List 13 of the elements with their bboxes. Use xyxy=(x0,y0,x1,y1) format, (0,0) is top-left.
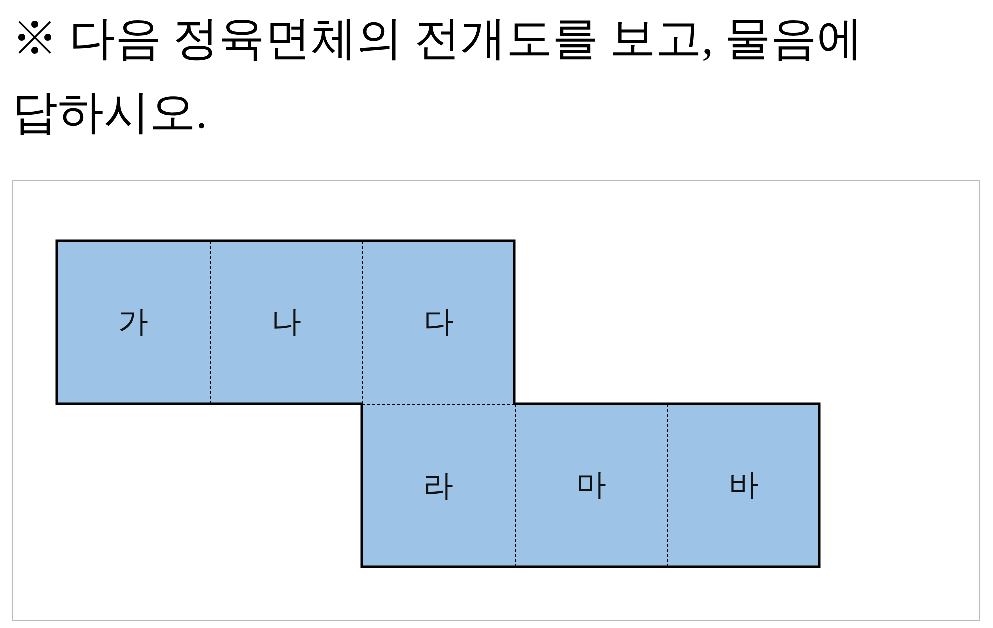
net-face xyxy=(514,404,667,567)
net-face xyxy=(362,404,514,567)
face-label: 마 xyxy=(576,468,606,504)
face-label: 라 xyxy=(423,468,454,504)
face-label: 가 xyxy=(118,305,148,341)
question-title: ※ 다음 정육면체의 전개도를 보고, 물음에 답하시오. xyxy=(12,12,864,140)
face-label: 나 xyxy=(271,305,302,341)
face-label: 바 xyxy=(728,468,759,504)
net-face xyxy=(210,241,362,404)
net-face xyxy=(57,241,210,404)
face-label: 다 xyxy=(424,305,454,341)
net-face xyxy=(667,404,820,567)
net-face xyxy=(362,241,514,404)
